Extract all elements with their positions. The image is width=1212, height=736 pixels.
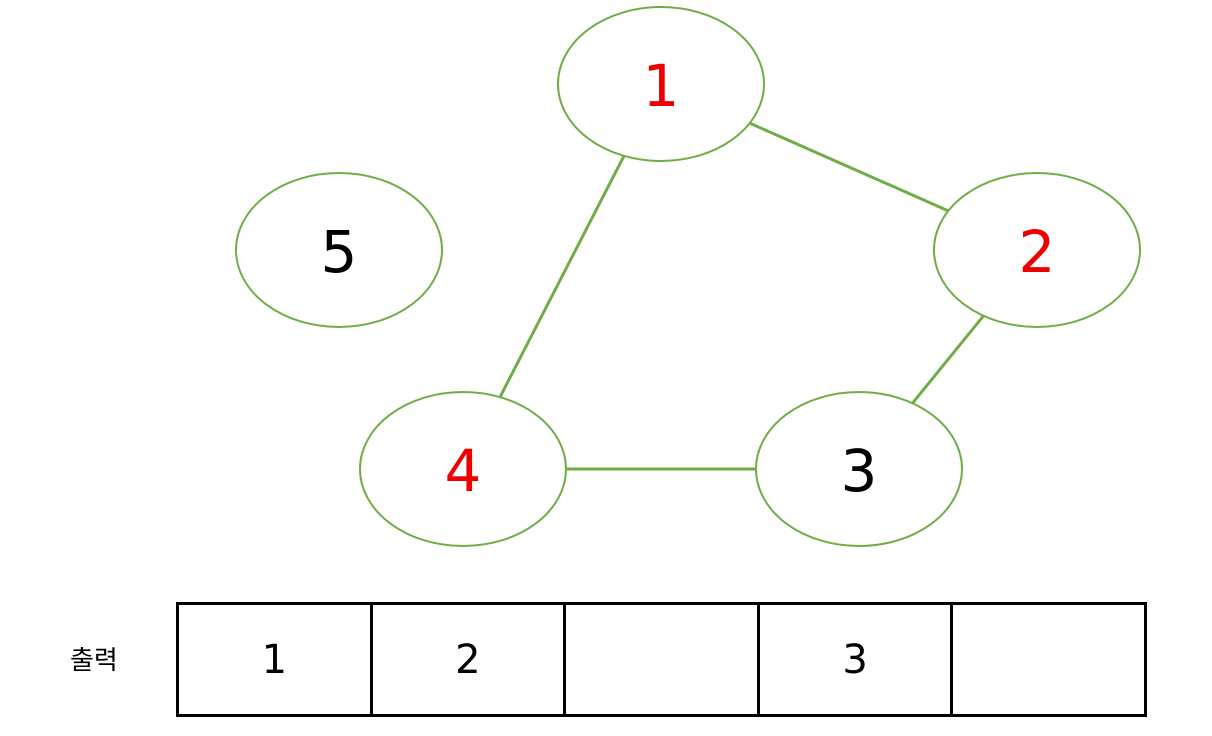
output-array: 1 2 3	[176, 602, 1147, 717]
output-cell-2: 2	[373, 605, 567, 714]
edges-layer	[498, 121, 985, 471]
graph-diagram: 1 2 3 4 5	[235, 6, 1141, 547]
node-4-label: 4	[445, 437, 482, 505]
edge-2-3	[911, 314, 985, 405]
node-1-circle	[557, 6, 765, 162]
nodes-layer: 1 2 3 4 5	[235, 6, 1141, 547]
edge-4-1	[498, 155, 626, 398]
node-3-label: 3	[841, 437, 878, 505]
output-cell-4: 3	[760, 605, 954, 714]
node-4: 4	[359, 391, 567, 547]
node-5: 5	[235, 172, 443, 328]
node-2-circle	[933, 172, 1141, 328]
node-2-label: 2	[1019, 218, 1056, 286]
node-2: 2	[933, 172, 1141, 328]
node-3: 3	[755, 391, 963, 547]
output-cell-3	[566, 605, 760, 714]
node-5-label: 5	[321, 218, 358, 286]
node-1-label: 1	[643, 52, 680, 120]
output-cell-5	[953, 605, 1144, 714]
node-3-circle	[755, 391, 963, 547]
node-4-circle	[359, 391, 567, 547]
output-cell-1: 1	[179, 605, 373, 714]
node-1: 1	[557, 6, 765, 162]
node-5-circle	[235, 172, 443, 328]
edge-1-2	[749, 121, 949, 213]
output-label: 출력	[70, 646, 118, 676]
